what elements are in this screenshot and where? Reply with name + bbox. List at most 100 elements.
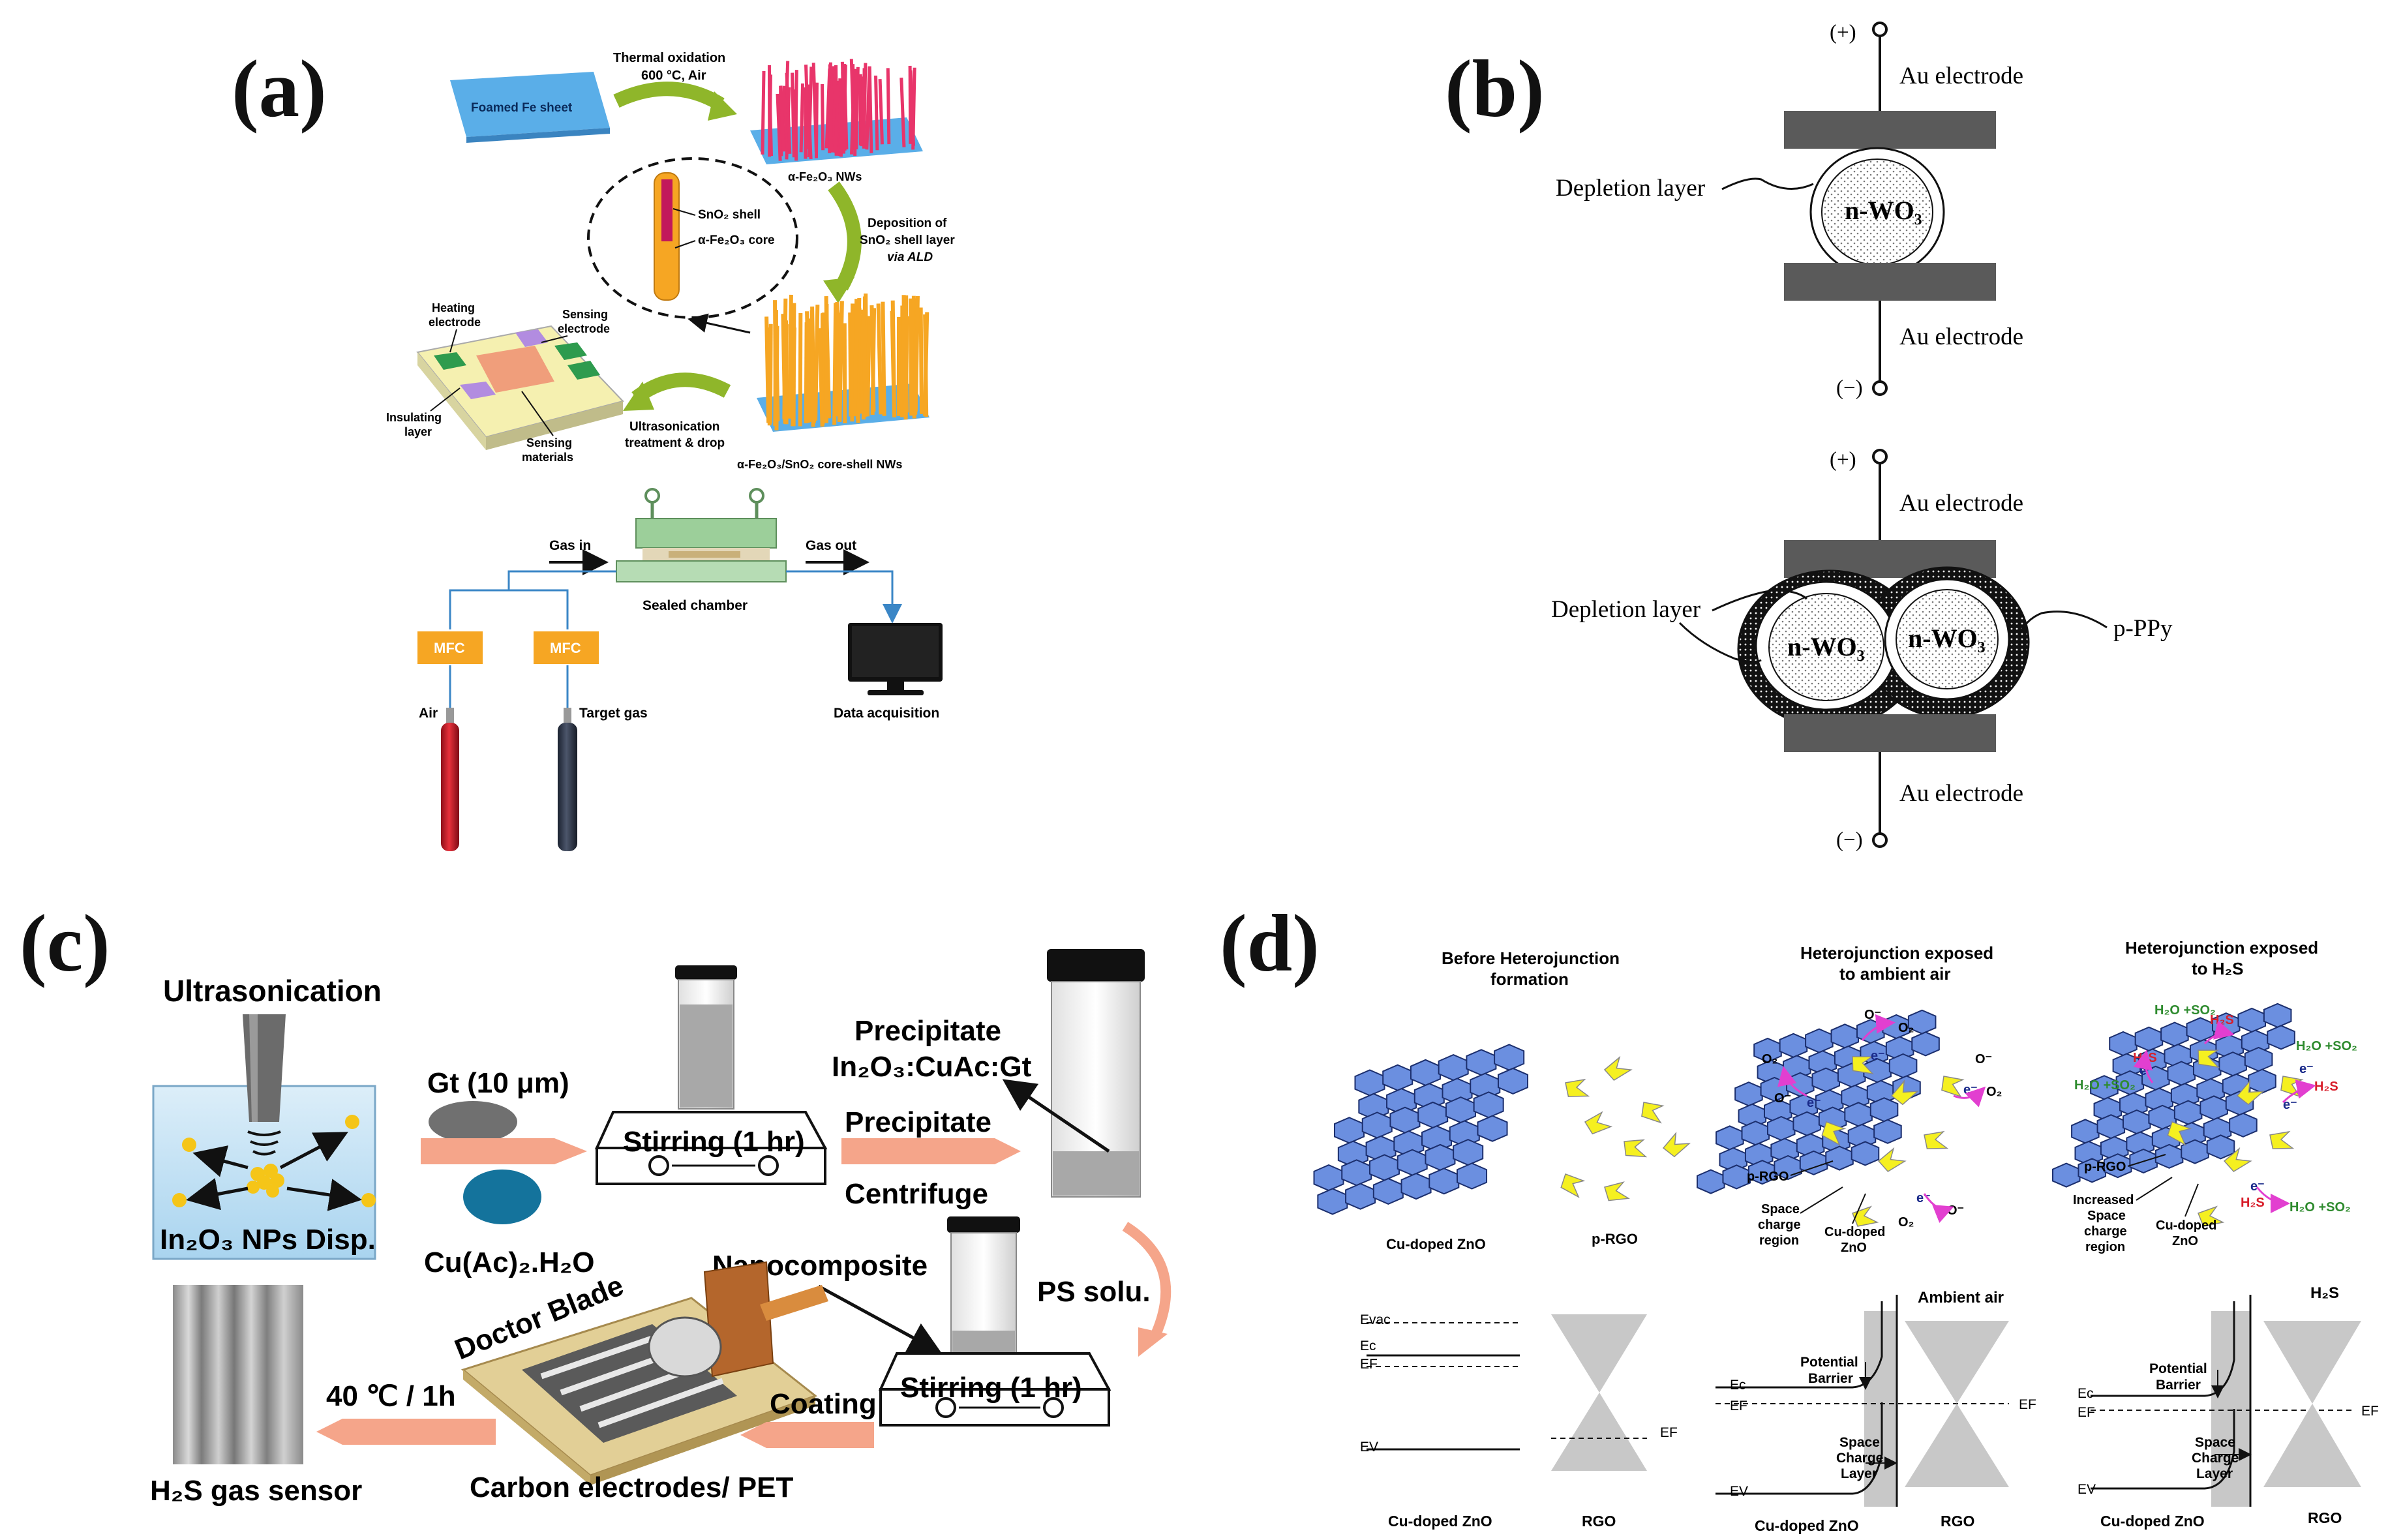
scl-label-1b: Charge: [1836, 1451, 1883, 1466]
svg-text:O₂: O₂: [1762, 1052, 1777, 1066]
scl-label-2c: Layer: [2196, 1466, 2233, 1481]
svg-text:H₂O +SO₂: H₂O +SO₂: [2154, 1003, 2216, 1018]
band-diagram-2: [1715, 1295, 2009, 1507]
depletion-layer-label-2: Depletion layer: [1551, 596, 1700, 623]
precipitate-label: Precipitate: [854, 1015, 1001, 1047]
panel-b-letter: (b): [1445, 44, 1545, 134]
process-arrow-icon: [613, 82, 725, 111]
insulating-layer-label-1: Insulating: [386, 411, 442, 424]
zno-hex-cluster-2: [1697, 1009, 1965, 1227]
sealed-chamber: [616, 488, 787, 582]
heating-electrode-label-2: electrode: [429, 316, 481, 329]
sensing-materials-label-1: Sensing: [526, 436, 572, 449]
ec-label-3: Ec: [2078, 1386, 2094, 1401]
mfc-label-2: MFC: [550, 640, 581, 656]
svg-text:e⁻: e⁻: [2299, 1062, 2314, 1076]
svg-text:e⁻: e⁻: [1916, 1191, 1931, 1205]
precipitate-arrow-icon: [841, 1138, 1021, 1164]
electron-transfer-arrows-3: [2133, 1020, 2316, 1213]
insulating-layer-label-2: layer: [404, 425, 432, 438]
bottom-rgo-label-1: RGO: [1582, 1513, 1616, 1530]
svg-text:H₂S: H₂S: [2241, 1196, 2265, 1210]
col1-title-2: formation: [1490, 969, 1569, 989]
svg-text:O₂: O₂: [1986, 1085, 2002, 1099]
increased-label-4: region: [2085, 1240, 2125, 1254]
deposition-label-3: via ALD: [887, 250, 933, 264]
deposition-label-1: Deposition of: [868, 217, 947, 230]
sensing-electrode-label-1: Sensing: [562, 308, 608, 321]
evac-label: Evac: [1360, 1312, 1391, 1327]
coating-label: Coating: [770, 1388, 877, 1420]
target-gas-cylinder-icon: [558, 708, 577, 851]
panel-d: (d) Before Heterojunction formation Hete…: [1220, 899, 2379, 1534]
h2s-band-label: H₂S: [2310, 1284, 2339, 1302]
air-cylinder-icon: [441, 708, 459, 851]
panel-a-letter: (a): [232, 44, 327, 134]
curved-arrow-icon: [1122, 1222, 1171, 1340]
plus-terminal-bottom: (+): [1830, 448, 1856, 472]
sensing-electrode-label-2: electrode: [558, 322, 610, 335]
ambient-species: O⁻ O₂ O₂ e⁻ O⁻ O₂ e⁻ O⁻ e⁻ O₂ e⁻ O⁻: [1762, 1008, 2002, 1230]
scl-label-1a: Space: [1839, 1435, 1880, 1450]
ambient-air-label: Ambient air: [1918, 1289, 2004, 1306]
panel-d-letter: (d): [1220, 899, 1320, 989]
cu-doped-label-2a: Cu-doped: [1824, 1225, 1885, 1239]
potential-barrier-label-2b: Barrier: [2156, 1378, 2201, 1393]
ec-label-2: Ec: [1730, 1378, 1746, 1393]
increased-label-2: Space: [2087, 1209, 2126, 1223]
p-ppy-label: p-PPy: [2113, 615, 2173, 642]
ef-label-6: EF: [2361, 1404, 2379, 1419]
h2s-sensor-photo: [173, 1285, 303, 1464]
potential-barrier-label-1a: Potential: [1800, 1355, 1858, 1370]
au-electrode-label-1: Au electrode: [1899, 63, 2023, 89]
coating-arrow-icon: [740, 1422, 874, 1448]
ef-label-5: EF: [2078, 1405, 2095, 1420]
panel-c: (c) Ultrasonication In₂O₃ NPs Disp. Gt (…: [20, 899, 1171, 1507]
col1-title-1: Before Heterojunction: [1442, 948, 1620, 968]
cu-doped-zno-label: Cu-doped ZnO: [1386, 1236, 1486, 1252]
ultrasonication-label-2: treatment & drop: [625, 436, 725, 450]
p-rgo-label-2: p-RGO: [1747, 1170, 1789, 1184]
potential-barrier-label-1b: Barrier: [1808, 1371, 1853, 1386]
svg-text:H₂O +SO₂: H₂O +SO₂: [2290, 1200, 2351, 1215]
cu-doped-label-3a: Cu-doped: [2156, 1218, 2216, 1233]
drying-arrow-icon: [316, 1419, 496, 1445]
fe2o3-nanowires: [750, 59, 923, 164]
au-electrode-bottom-1: [1784, 263, 1996, 301]
air-label: Air: [419, 706, 438, 721]
space-charge-label-1: Space: [1761, 1202, 1800, 1216]
ev-label-2: EV: [1730, 1484, 1748, 1499]
panel-b: (b) (+) Au electrode n-WO₃ Au electrode …: [1445, 21, 2173, 852]
sensing-materials-label-2: materials: [522, 451, 573, 464]
vial-icon: [1047, 949, 1145, 1198]
core-shell-nws-label: α-Fe₂O₃/SnO₂ core-shell NWs: [737, 458, 902, 471]
graphite-label: Gt (10 μm): [427, 1067, 569, 1099]
p-rgo-label-3: p-RGO: [2084, 1160, 2126, 1174]
svg-text:H₂S: H₂S: [2314, 1080, 2338, 1094]
bottom-rgo-label-2: RGO: [1941, 1513, 1974, 1530]
panel-c-letter: (c): [20, 899, 110, 989]
svg-text:O⁻: O⁻: [1774, 1091, 1791, 1106]
col3-title-1: Heterojunction exposed: [2125, 938, 2318, 958]
ev-label-1: EV: [1360, 1440, 1378, 1455]
in2o3-dispersion-label: In₂O₃ NPs Disp.: [160, 1224, 376, 1256]
ultrasonication-arrow-icon: [631, 372, 731, 404]
bottom-zno-label-2: Cu-doped ZnO: [1755, 1517, 1859, 1534]
core-shell-nanowires: [757, 293, 929, 432]
copper-acetate-label: Cu(Ac)₂.H₂O: [424, 1246, 595, 1278]
depletion-layer-label-1: Depletion layer: [1556, 175, 1705, 202]
increased-label-3: charge: [2084, 1224, 2127, 1239]
thermal-oxidation-label: Thermal oxidation: [613, 51, 725, 65]
monitor-icon: [848, 623, 943, 695]
zno-hex-cluster-1: [1313, 1044, 1529, 1215]
gas-out-label: Gas out: [806, 538, 856, 553]
fe2o3-core-label: α-Fe₂O₃ core: [698, 234, 775, 247]
svg-text:e⁻: e⁻: [1807, 1096, 1821, 1110]
stirrer-icon-1: [594, 965, 828, 1185]
svg-text:O₂: O₂: [1898, 1021, 1914, 1035]
svg-text:H₂S: H₂S: [2210, 1013, 2234, 1027]
ef-label-1: EF: [1360, 1357, 1378, 1372]
fe-sheet: [450, 72, 610, 137]
gas-lines: [449, 570, 902, 708]
h2s-sensor-label: H₂S gas sensor: [150, 1475, 362, 1507]
